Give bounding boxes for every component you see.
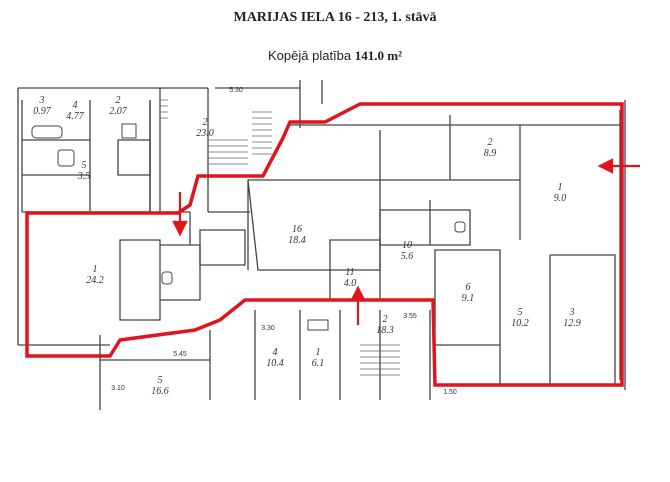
room-area: 2.07 bbox=[109, 106, 128, 117]
dimension-label: 5.45 bbox=[173, 351, 187, 358]
room-number: 16 bbox=[292, 224, 302, 235]
dimension-labels: 5.30 5.45 3.30 3.55 3.10 1.50 bbox=[111, 87, 457, 396]
total-area-value: 141.0 m² bbox=[354, 48, 402, 63]
room-area: 5.6 bbox=[401, 251, 414, 262]
entrance-arrows bbox=[172, 158, 640, 325]
room-number: 3 bbox=[39, 95, 45, 106]
room-number: 4 bbox=[273, 347, 278, 358]
room-area: 9.0 bbox=[554, 193, 567, 204]
room-number: 1 bbox=[558, 182, 563, 193]
room-area: 8.9 bbox=[484, 148, 497, 159]
room-number: 6 bbox=[466, 282, 471, 293]
room-number: 5 bbox=[518, 307, 523, 318]
room-area: 4.0 bbox=[344, 278, 357, 289]
page-title: MARIJAS IELA 16 - 213, 1. stāvā bbox=[233, 10, 437, 25]
total-area-label: Kopējā platība bbox=[268, 48, 352, 63]
dimension-label: 3.10 bbox=[111, 385, 125, 392]
dimension-label: 3.30 bbox=[261, 325, 275, 332]
room-number: 2 bbox=[488, 137, 493, 148]
room-area: 3.5 bbox=[77, 171, 91, 182]
room-number: 4 bbox=[73, 100, 78, 111]
room-area: 23.0 bbox=[196, 128, 214, 139]
unit-outline bbox=[25, 102, 624, 387]
plan-walls bbox=[17, 80, 626, 410]
room-number: 3 bbox=[569, 307, 575, 318]
room-number: 2 bbox=[116, 95, 121, 106]
room-area: 24.2 bbox=[86, 275, 104, 286]
room-number: 11 bbox=[345, 267, 354, 278]
dimension-label: 1.50 bbox=[443, 389, 457, 396]
room-number: 2 bbox=[203, 117, 208, 128]
room-area: 9.1 bbox=[462, 293, 475, 304]
dimension-label: 5.30 bbox=[229, 87, 243, 94]
room-number: 5 bbox=[158, 375, 163, 386]
room-area: 10.4 bbox=[266, 358, 284, 369]
room-area: 6.1 bbox=[312, 358, 325, 369]
room-number: 1 bbox=[316, 347, 321, 358]
total-area: Kopējā platība 141.0 m² bbox=[0, 48, 670, 64]
room-number: 5 bbox=[82, 160, 87, 171]
room-number: 1 bbox=[93, 264, 98, 275]
room-area: 12.9 bbox=[563, 318, 581, 329]
room-number: 10 bbox=[402, 240, 412, 251]
room-area: 0.97 bbox=[33, 106, 52, 117]
room-area: 16.6 bbox=[151, 386, 169, 397]
room-area: 18.4 bbox=[288, 235, 306, 246]
room-number: 2 bbox=[383, 314, 388, 325]
stair-hatching bbox=[160, 99, 400, 376]
room-labels: 22.0730.9744.7753.5223.0124.2516.6410.41… bbox=[33, 95, 581, 397]
room-area: 10.2 bbox=[511, 318, 529, 329]
room-area: 18.3 bbox=[376, 325, 394, 336]
dimension-label: 3.55 bbox=[403, 313, 417, 320]
fixtures bbox=[31, 123, 466, 331]
room-area: 4.77 bbox=[66, 111, 85, 122]
